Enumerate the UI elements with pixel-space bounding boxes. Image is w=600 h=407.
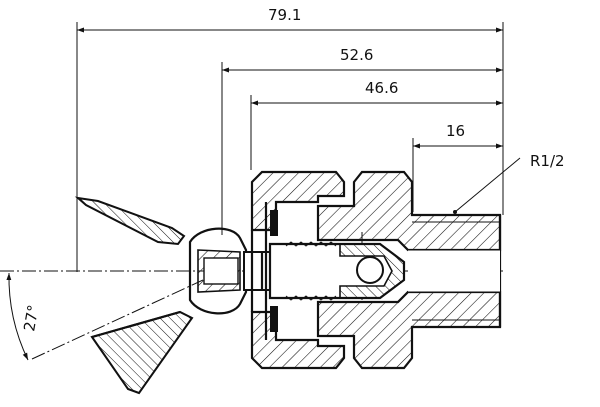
thread-label: R1/2 bbox=[530, 152, 565, 170]
nozzle-tip bbox=[74, 196, 271, 395]
dimension-thread-length: 16 bbox=[412, 122, 503, 212]
dimension-length-52: 52.6 bbox=[221, 46, 503, 235]
dimension-overall-length: 79.1 bbox=[76, 6, 504, 272]
dimension-label-overall: 79.1 bbox=[268, 6, 301, 24]
nozzle-body bbox=[316, 170, 502, 370]
filter-insert bbox=[268, 210, 406, 332]
dimension-label-16: 16 bbox=[446, 122, 465, 140]
dimension-label-52: 52.6 bbox=[340, 46, 373, 64]
spray-angle-label: 27° bbox=[20, 303, 42, 332]
dimension-length-46: 46.6 bbox=[250, 79, 503, 170]
spray-angle-dimension: 27° bbox=[6, 272, 43, 361]
dimension-label-46: 46.6 bbox=[365, 79, 398, 97]
thread-callout: R1/2 bbox=[453, 152, 565, 214]
